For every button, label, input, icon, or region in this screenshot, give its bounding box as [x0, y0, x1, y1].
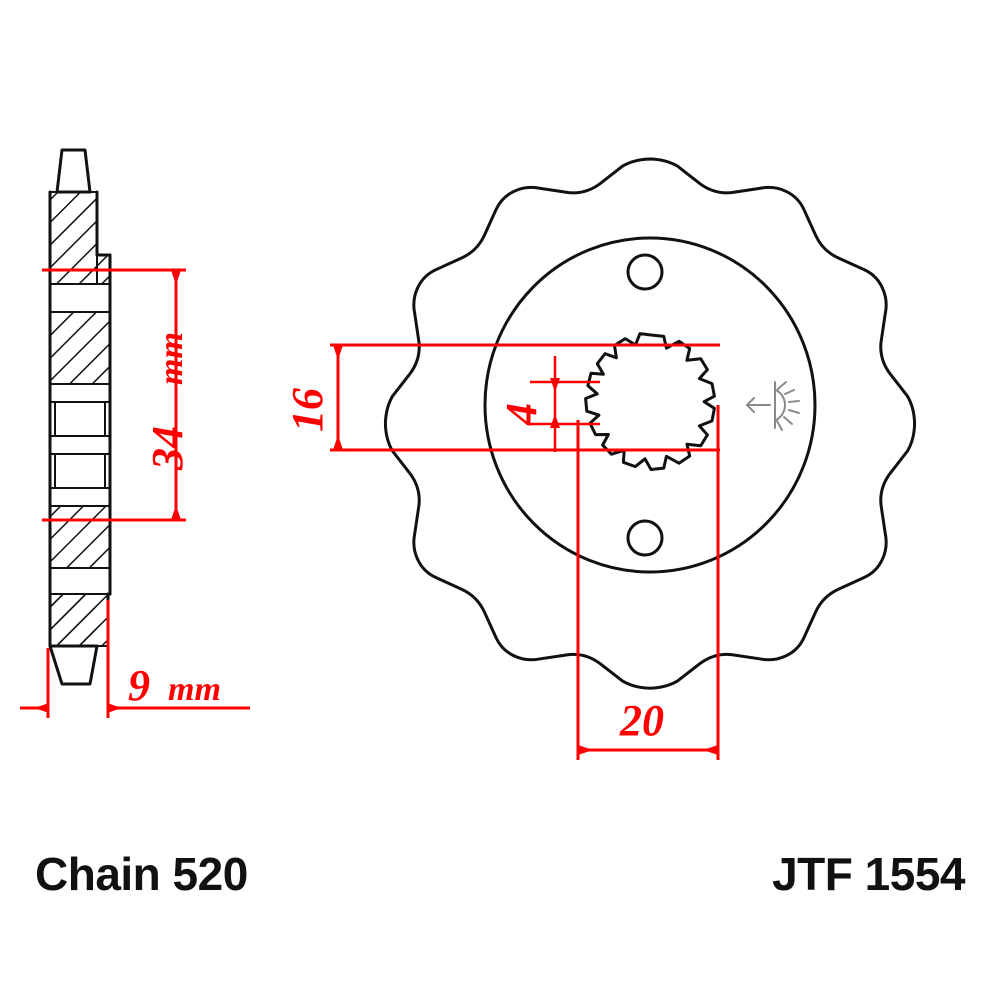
stamp-ray-5	[783, 416, 793, 425]
side-hatch-lower-inner	[50, 594, 97, 646]
dimension-9mm: 9 mm	[20, 600, 250, 718]
side-section-view	[48, 148, 112, 686]
dimension-34mm: 34 mm	[42, 268, 192, 522]
stamp-ray-4	[788, 409, 800, 414]
dim9-arrow-right	[107, 703, 122, 713]
side-tooth-bottom	[48, 644, 99, 686]
splined-bore	[584, 332, 716, 471]
sunburst-stamp-icon	[745, 381, 800, 431]
dim9-arrow-left	[34, 703, 49, 713]
stamp-ray-6	[776, 420, 783, 431]
stamp-arc	[775, 389, 786, 421]
dim4-value: 4	[497, 403, 546, 426]
chain-spec-label: Chain 520	[35, 848, 248, 900]
side-hatch-mid-lower	[50, 506, 110, 568]
dimension-16: 16	[283, 343, 720, 452]
stamp-arrowhead	[745, 397, 755, 413]
dim16-arrow-bottom	[333, 435, 343, 450]
dim4-arrow-top	[550, 378, 560, 392]
stamp-ray-3	[788, 400, 800, 403]
dim20-arrow-left	[578, 745, 593, 755]
dim34-arrow-bottom	[171, 505, 181, 520]
dim16-value: 16	[283, 388, 332, 432]
stamp-ray-2	[784, 389, 795, 395]
side-hatch-mid-upper	[50, 312, 110, 384]
dim34-value: 34	[143, 426, 192, 471]
bolt-hole-top	[626, 253, 664, 291]
sprocket-web-circle	[483, 236, 817, 574]
dim34-arrow-top	[171, 270, 181, 285]
stamp-ray-1	[777, 381, 787, 390]
dimension-20: 20	[576, 405, 720, 760]
dimension-4: 4	[497, 356, 600, 452]
dim16-arrow-top	[333, 345, 343, 360]
sprocket-tooth-profile	[383, 157, 917, 690]
part-number-label: JTF 1554	[772, 848, 966, 900]
bolt-hole-bottom	[626, 519, 664, 557]
dim9-value: 9	[128, 661, 150, 710]
dim4-arrow-bottom	[550, 414, 560, 428]
dim20-value: 20	[619, 696, 664, 745]
dim9-unit: mm	[168, 671, 221, 708]
dim34-unit: mm	[153, 332, 190, 385]
dim20-arrow-right	[703, 745, 718, 755]
front-face-view	[383, 157, 917, 690]
